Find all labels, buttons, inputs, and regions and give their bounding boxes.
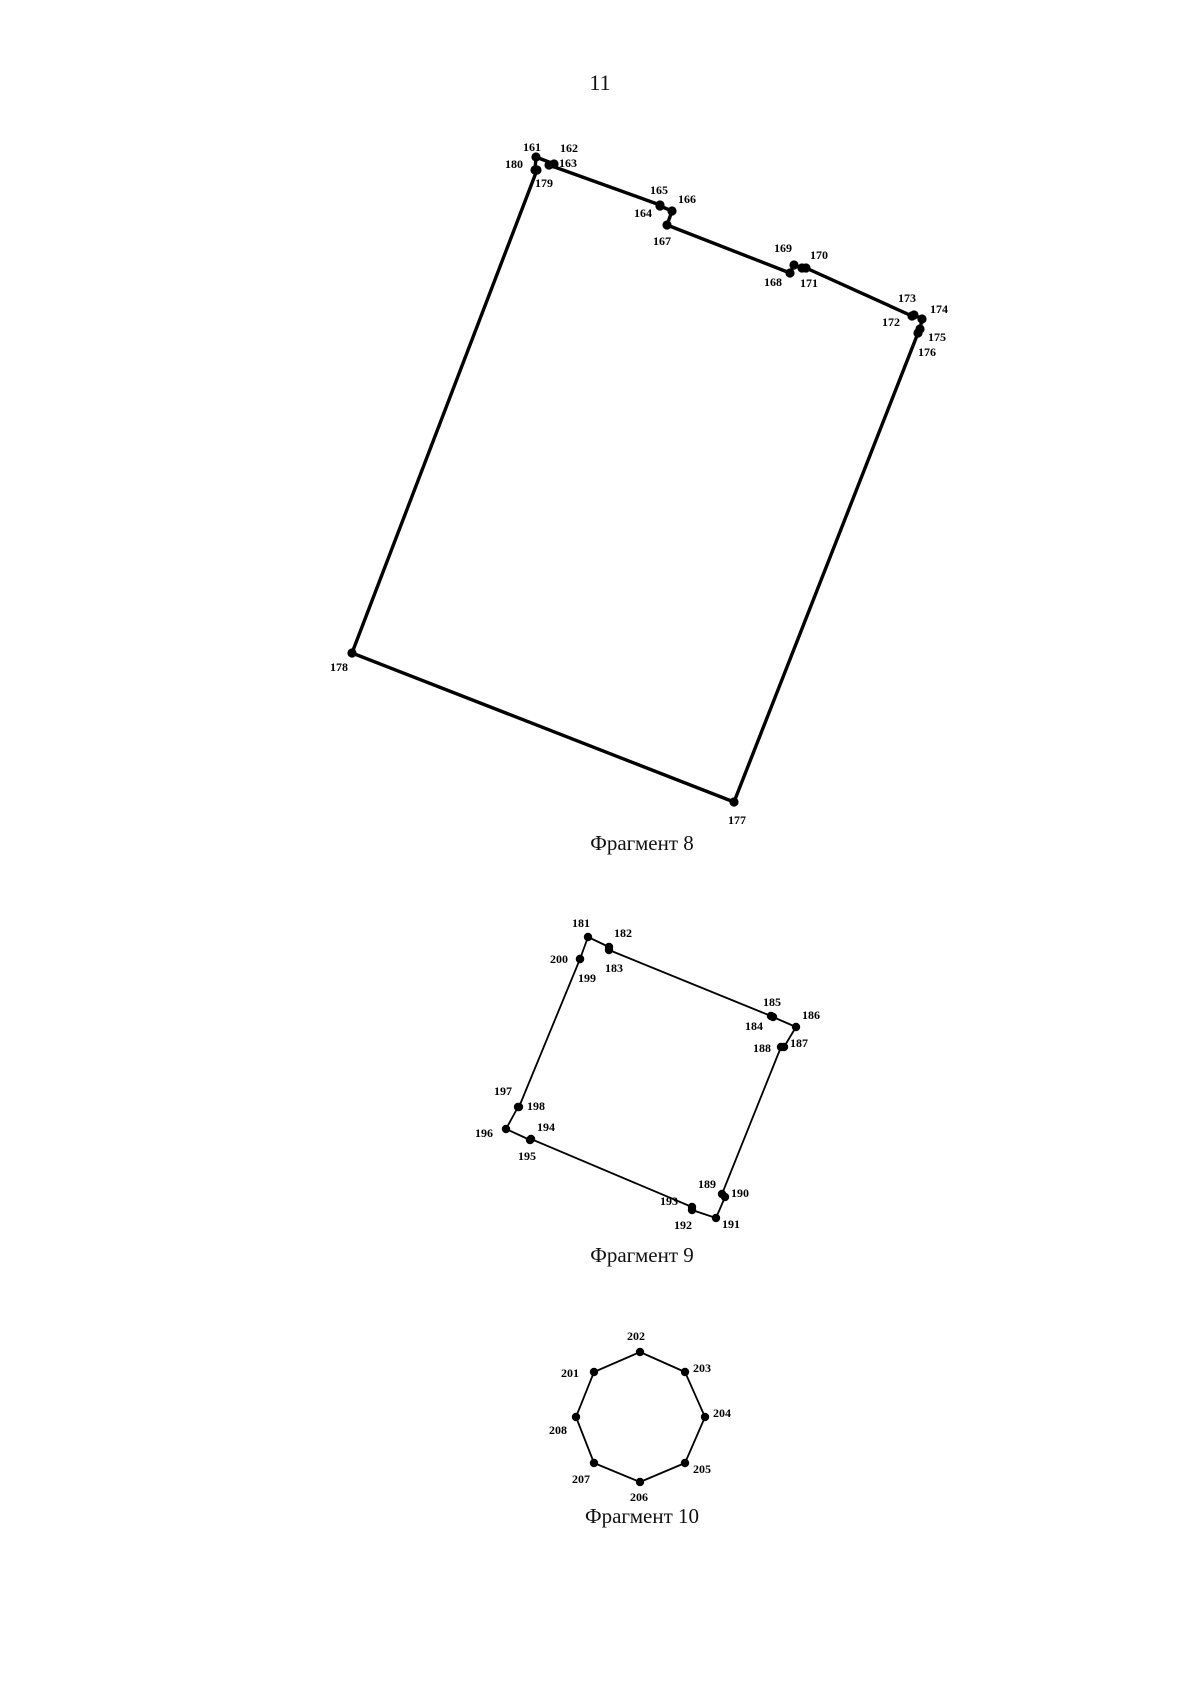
point-label-176: 176 [918, 345, 936, 359]
point-label-205: 205 [693, 1462, 711, 1476]
boundary-line [505, 936, 797, 1219]
point-marker-208 [571, 1412, 581, 1422]
point-label-196: 196 [475, 1126, 493, 1140]
point-marker-200 [575, 954, 585, 964]
point-label-185: 185 [763, 995, 781, 1009]
point-label-169: 169 [774, 241, 792, 255]
point-marker-177 [729, 797, 739, 807]
point-label-164: 164 [634, 206, 652, 220]
point-label-204: 204 [713, 1406, 731, 1420]
point-marker-190 [720, 1192, 730, 1202]
point-label-188: 188 [753, 1041, 771, 1055]
point-label-191: 191 [722, 1217, 740, 1231]
point-label-202: 202 [627, 1329, 645, 1343]
point-label-207: 207 [572, 1472, 590, 1486]
boundary-line [350, 155, 924, 804]
point-label-163: 163 [559, 156, 577, 170]
point-label-168: 168 [764, 275, 782, 289]
point-label-178: 178 [330, 660, 348, 674]
point-label-189: 189 [698, 1177, 716, 1191]
fragment-caption: Фрагмент 9 [590, 1243, 694, 1267]
point-label-177: 177 [728, 813, 746, 827]
point-label-184: 184 [745, 1019, 763, 1033]
point-marker-196 [501, 1124, 511, 1134]
point-label-194: 194 [537, 1120, 555, 1134]
point-label-200: 200 [550, 952, 568, 966]
point-label-179: 179 [535, 176, 553, 190]
point-marker-207 [589, 1458, 599, 1468]
point-marker-161 [531, 152, 541, 162]
point-marker-169 [789, 260, 799, 270]
point-label-162: 162 [560, 141, 578, 155]
point-label-166: 166 [678, 192, 696, 206]
point-label-195: 195 [518, 1149, 536, 1163]
point-label-186: 186 [802, 1008, 820, 1022]
point-marker-168 [785, 268, 795, 278]
fragment-caption: Фрагмент 8 [590, 831, 694, 855]
point-label-174: 174 [930, 302, 948, 316]
point-marker-173 [909, 310, 919, 320]
point-marker-188 [776, 1042, 786, 1052]
point-label-165: 165 [650, 183, 668, 197]
point-label-192: 192 [674, 1218, 692, 1232]
point-label-172: 172 [882, 315, 900, 329]
point-label-199: 199 [578, 971, 596, 985]
point-marker-167 [662, 220, 672, 230]
point-label-201: 201 [561, 1366, 579, 1380]
point-label-208: 208 [549, 1423, 567, 1437]
point-label-167: 167 [653, 234, 671, 248]
point-marker-186 [791, 1022, 801, 1032]
point-marker-178 [347, 648, 357, 658]
point-marker-204 [700, 1412, 710, 1422]
point-label-203: 203 [693, 1361, 711, 1375]
point-marker-201 [589, 1367, 599, 1377]
point-marker-171 [801, 263, 811, 273]
point-marker-206 [635, 1477, 645, 1487]
point-marker-174 [917, 314, 927, 324]
point-marker-205 [680, 1458, 690, 1468]
point-label-173: 173 [898, 291, 916, 305]
point-marker-203 [680, 1367, 690, 1377]
point-label-183: 183 [605, 961, 623, 975]
point-marker-183 [604, 945, 614, 955]
point-label-181: 181 [572, 916, 590, 930]
point-label-197: 197 [494, 1084, 512, 1098]
point-label-171: 171 [800, 276, 818, 290]
point-marker-163 [544, 160, 554, 170]
point-marker-181 [583, 932, 593, 942]
page-number: 11 [589, 70, 611, 95]
point-marker-195 [525, 1135, 535, 1145]
point-marker-202 [635, 1347, 645, 1357]
point-marker-176 [913, 328, 923, 338]
point-label-161: 161 [523, 140, 541, 154]
point-label-206: 206 [630, 1490, 648, 1504]
point-label-198: 198 [527, 1099, 545, 1113]
point-label-190: 190 [731, 1186, 749, 1200]
point-label-193: 193 [660, 1194, 678, 1208]
point-marker-193 [687, 1202, 697, 1212]
point-label-170: 170 [810, 248, 828, 262]
point-marker-185 [768, 1012, 778, 1022]
point-marker-191 [711, 1213, 721, 1223]
point-marker-180 [530, 165, 540, 175]
point-marker-165 [655, 201, 665, 211]
fragment-caption: Фрагмент 10 [585, 1504, 699, 1528]
point-label-175: 175 [928, 330, 946, 344]
point-label-180: 180 [505, 157, 523, 171]
point-label-187: 187 [790, 1036, 808, 1050]
point-label-182: 182 [614, 926, 632, 940]
point-marker-166 [667, 206, 677, 216]
point-marker-198 [514, 1102, 524, 1112]
